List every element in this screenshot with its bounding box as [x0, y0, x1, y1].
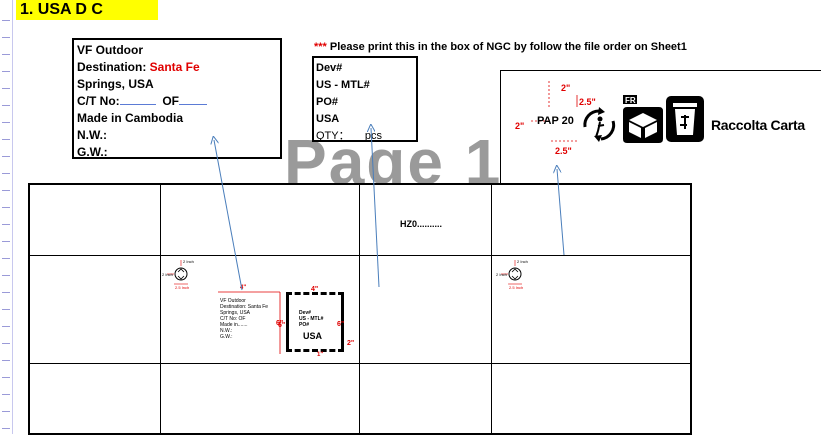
- of-blank: [179, 94, 207, 105]
- mini-box-dim-1: 1": [317, 352, 324, 358]
- mini-label-dimension-lines: [218, 291, 281, 354]
- arrow-to-ngc-box: [371, 128, 380, 288]
- mini-box-dim-6-left: 6": [278, 322, 286, 329]
- mini-box-dim-6-right: 6": [337, 321, 345, 328]
- mini-dim-top-right: 2 Inch: [517, 259, 528, 264]
- row-header-strip: [0, 0, 13, 434]
- dim-25in-bottom: 2.5": [555, 146, 572, 156]
- ct-blank: [119, 94, 156, 105]
- ngc-usa: USA: [316, 113, 340, 125]
- label-destination: Destination: Santa Fe: [77, 60, 200, 74]
- raccolta-carta-label: Raccolta Carta: [711, 117, 805, 133]
- label-net-weight: N.W.:: [77, 128, 107, 142]
- mini-ngc-usa: USA: [303, 331, 323, 341]
- destination-value: Santa Fe: [149, 60, 200, 74]
- mini-box-dim-4: 4": [311, 286, 319, 293]
- grid-vline: [160, 185, 161, 433]
- print-instruction: *** Please print this in the box of NGC …: [314, 41, 687, 53]
- mini-dim-side-left: 2 Inch: [162, 272, 173, 277]
- fr-box-icon: FR: [623, 95, 663, 143]
- dim-25in-top: 2.5": [579, 97, 596, 107]
- dim-2in-left: 2": [515, 121, 525, 131]
- mini-label-dim-6: 6": [276, 320, 284, 327]
- grid-vline: [491, 185, 492, 433]
- label-company: VF Outdoor: [77, 43, 143, 57]
- pap20-label: PAP 20: [537, 115, 574, 127]
- label-carton-number: C/T No: OF: [77, 93, 280, 110]
- mini-recycle-icon-right: [501, 260, 522, 285]
- bin-icon: [666, 96, 704, 142]
- recycle-logo-region[interactable]: 2" 2.5" 2" 2.5" PAP 20 FR Raccolta Carta: [500, 70, 821, 184]
- grid-hline: [30, 255, 690, 256]
- svg-text:FR: FR: [625, 96, 636, 105]
- arrow-to-recycle-logo: [557, 169, 565, 256]
- arrow-to-label-box: [214, 140, 243, 291]
- label-made-in: Made in Cambodia: [77, 111, 184, 125]
- mini-recycle-icon-left: [167, 260, 188, 285]
- ngc-po: PO#: [316, 96, 339, 108]
- mini-ngc-box: [286, 292, 344, 352]
- hz-code: HZ0..........: [400, 219, 443, 229]
- mini-dim-bottom-left: 2.5 Inch: [175, 285, 190, 290]
- mini-label-dim-4: 4": [240, 285, 247, 291]
- label-destination-line2: Springs, USA: [77, 77, 154, 91]
- mini-shipping-label: VF Outdoor Destination: Santa Fe Springs…: [220, 298, 269, 340]
- ngc-dev: Dev#: [316, 62, 343, 74]
- dim-2in-top: 2": [561, 83, 571, 93]
- mini-dim-side-right: 2 Inch: [496, 272, 507, 277]
- ngc-qty: QTY： pcs: [316, 130, 383, 142]
- section-title: 1. USA D C: [16, 0, 158, 20]
- grid-vline: [359, 185, 360, 433]
- mini-box-dim-2: 2": [347, 340, 355, 347]
- shipping-label-box[interactable]: VF Outdoor Destination: Santa Fe Springs…: [72, 38, 282, 159]
- recycle-dimension-lines: [531, 81, 579, 142]
- grid-hline: [30, 363, 690, 364]
- ngc-label-box[interactable]: Dev# US - MTL# PO# USA QTY： pcs: [312, 56, 418, 142]
- mini-dim-top-left: 2 Inch: [183, 259, 194, 264]
- mini-ngc-text: Dev# US - MTL# PO#: [299, 310, 324, 328]
- recycle-person-icon: [583, 107, 616, 142]
- mini-dim-bottom-right: 2.5 Inch: [509, 285, 524, 290]
- page-watermark: Page 1: [284, 126, 503, 184]
- label-gross-weight: G.W.:: [77, 145, 108, 159]
- ngc-us-mtl: US - MTL#: [316, 79, 370, 91]
